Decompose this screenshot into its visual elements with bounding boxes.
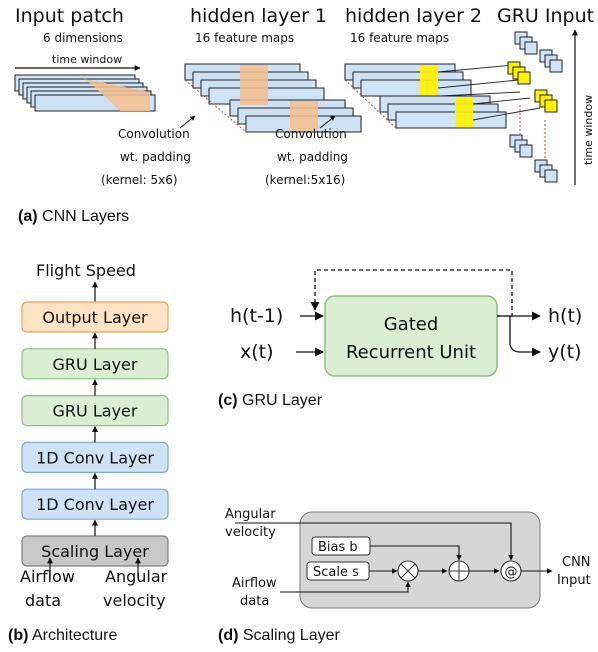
panel-a: Input patch hidden layer 1 hidden layer …	[14, 5, 595, 225]
output-h: h(t)	[548, 305, 582, 327]
gru-input-title: GRU Input	[497, 5, 594, 27]
caption-c: (c) GRU Layer	[218, 392, 323, 409]
concat-symbol: @	[505, 565, 518, 580]
layer-label-2: GRU Layer	[53, 402, 138, 421]
caption-a-text: CNN Layers	[38, 208, 130, 225]
conv1-label-line2: wt. padding	[120, 150, 191, 164]
caption-d-letter: (d)	[218, 627, 238, 644]
caption-b-text: Architecture	[28, 627, 117, 644]
caption-c-text: GRU Layer	[238, 392, 323, 409]
angular-input-label-line1: Angular	[105, 567, 168, 586]
airflow-label-line1: Airflow	[232, 576, 277, 591]
airflow-input-label-line1: Airflow	[20, 567, 75, 586]
bias-path	[370, 545, 462, 561]
angular-label-line1: Angular	[225, 507, 276, 522]
caption-b-letter: (b)	[8, 627, 28, 644]
time-window-vertical-label: time window	[582, 95, 595, 165]
caption-d: (d) Scaling Layer	[218, 627, 341, 644]
caption-b: (b) Architecture	[8, 627, 117, 644]
layer-label-5: Scaling Layer	[41, 542, 149, 561]
layer-label-1: GRU Layer	[53, 355, 138, 374]
y-out-arrow	[509, 316, 541, 357]
layer-label-3: 1D Conv Layer	[36, 448, 154, 467]
airflow-label-line2: data	[240, 594, 269, 609]
caption-c-letter: (c)	[218, 392, 238, 409]
conv2-label-line1: Convolution	[275, 127, 347, 141]
hidden-layer-2-title: hidden layer 2	[345, 5, 482, 27]
input-x: x(t)	[240, 341, 274, 363]
airflow-input-label-line2: data	[25, 591, 61, 610]
layer-label-4: 1D Conv Layer	[36, 495, 154, 514]
flight-speed-label: Flight Speed	[36, 261, 136, 280]
input-patch-subtitle: 6 dimensions	[43, 31, 123, 45]
input-patch-stack	[14, 74, 156, 112]
airflow-path	[280, 581, 411, 593]
conv2-label-line2: wt. padding	[277, 150, 348, 164]
scaling-layer-box	[299, 511, 541, 609]
layer-label-0: Output Layer	[42, 308, 148, 327]
cnn-input-label-line1: CNN	[562, 555, 591, 570]
caption-a: (a) CNN Layers	[18, 208, 129, 225]
conv1-label-line1: Convolution	[118, 127, 190, 141]
layer-box-0	[21, 301, 169, 333]
cnn-input-label-line2: Input	[557, 573, 591, 588]
kernel-highlight-1	[70, 76, 150, 111]
bias-label: Bias b	[318, 540, 358, 555]
panel-c: Gated Recurrent Unit h(t-1) x(t) h(t) y(…	[218, 269, 582, 409]
hidden-layer-2-subtitle: 16 feature maps	[350, 31, 449, 45]
time-window-label: time window	[52, 53, 122, 66]
panel-d: Angular velocity Airflow data Bias b Sca…	[218, 507, 591, 644]
hidden-layer-1-stack	[184, 63, 362, 133]
projection-lines	[437, 64, 541, 121]
scale-label: Scale s	[313, 565, 359, 580]
hidden-layer-2-stack	[344, 63, 507, 129]
angular-path	[235, 522, 514, 561]
caption-d-text: Scaling Layer	[238, 627, 340, 644]
caption-a-letter: (a)	[18, 208, 38, 225]
conv2-arrow	[319, 115, 336, 129]
output-y: y(t)	[548, 341, 582, 363]
input-h-prev: h(t-1)	[230, 305, 283, 327]
angular-input-label-line2: velocity	[103, 591, 166, 610]
conv1-arrow	[179, 115, 196, 129]
gru-unit-label-line1: Gated	[384, 314, 439, 335]
gru-unit-label-line2: Recurrent Unit	[346, 342, 476, 363]
conv1-label-line3: (kernel: 5x6)	[101, 173, 178, 187]
gru-unit-box	[324, 295, 498, 377]
gru-input-grid	[507, 31, 563, 183]
hidden-layer-1-subtitle: 16 feature maps	[195, 31, 294, 45]
angular-label-line2: velocity	[225, 525, 276, 540]
input-patch-title: Input patch	[15, 5, 124, 27]
conv2-label-line3: (kernel:5x16)	[265, 173, 345, 187]
hidden-layer-1-title: hidden layer 1	[190, 5, 327, 27]
